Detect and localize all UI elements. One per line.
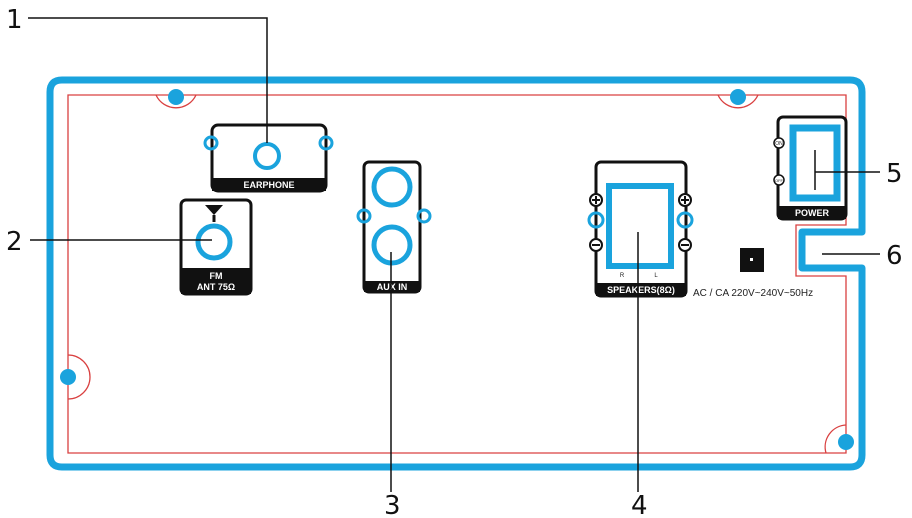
screw-hole (155, 89, 197, 109)
callout-3: 3 (384, 491, 401, 518)
callout-1: 1 (6, 5, 23, 35)
callout-4: 4 (631, 491, 648, 518)
callout-lines (28, 17, 880, 492)
aux-in-jacks: AUX IN (356, 160, 432, 294)
aux-in-label: AUX IN (377, 282, 408, 292)
callout-2: 2 (6, 227, 23, 257)
earphone-label: EARPHONE (243, 180, 294, 190)
ac-rating-label: AC / CA 220V~240V~50Hz (693, 288, 813, 299)
power-switch: ON OFF POWER (773, 115, 848, 221)
ac-socket: AC / CA 220V~240V~50Hz (693, 248, 813, 299)
speakers-label: SPEAKERS(8Ω) (607, 285, 675, 295)
speaker-r-label: R (620, 273, 625, 279)
callout-5: 5 (886, 159, 903, 189)
speaker-terminals: R L SPEAKERS(8Ω) (587, 160, 694, 298)
earphone-jack: EARPHONE (203, 123, 334, 193)
screw-hole (717, 89, 759, 109)
on-label: ON (775, 141, 783, 147)
fm-antenna-jack: FM ANT 75Ω (179, 198, 253, 296)
speaker-l-label: L (654, 273, 658, 279)
fm-label: FM (210, 271, 223, 281)
power-label: POWER (795, 208, 830, 218)
antenna-icon (205, 205, 223, 215)
screw-hole (60, 354, 91, 400)
callout-6: 6 (886, 241, 903, 271)
ant-label: ANT 75Ω (197, 282, 235, 292)
panel-outline (46, 76, 866, 471)
screw-hole (824, 424, 854, 454)
off-label: OFF (775, 178, 784, 183)
